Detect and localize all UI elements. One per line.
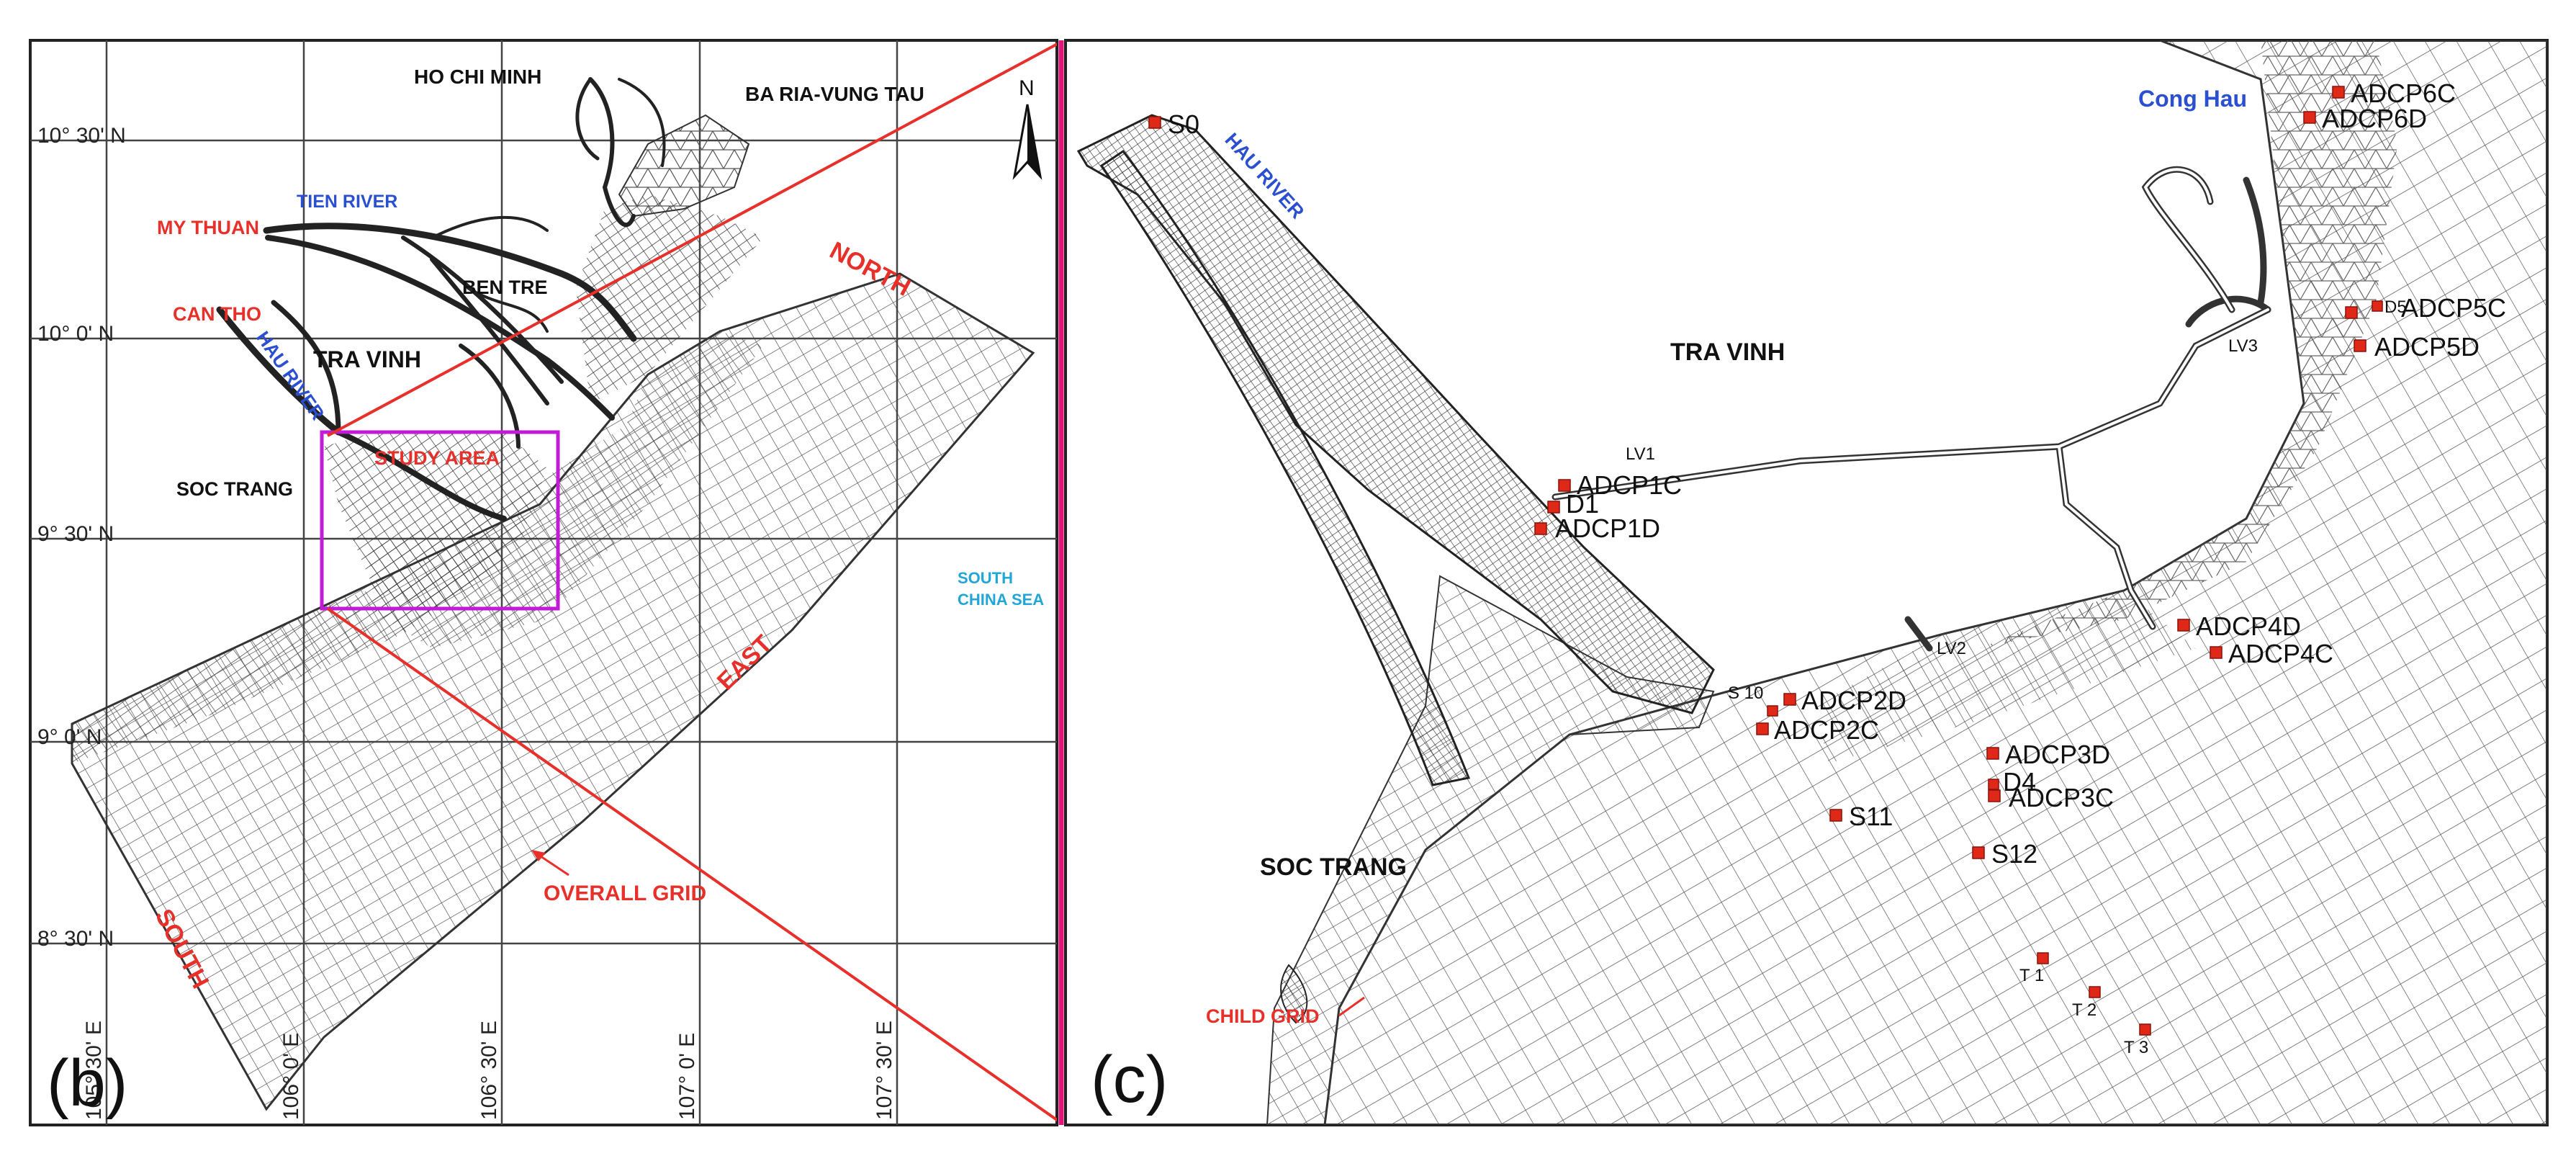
station-label-adcp1c: ADCP1C [1577, 470, 1682, 500]
label-cong-hau: Cong Hau [2138, 86, 2247, 112]
child-grid-mesh [1266, 40, 2547, 1125]
label-study-area: STUDY AREA [374, 447, 500, 469]
station-marker-adcp2d [1783, 693, 1796, 706]
station-marker-adcp1d [1534, 522, 1547, 535]
station-marker-adcp4d [2177, 619, 2190, 632]
label-overall-grid: OVERALL GRID [544, 882, 706, 905]
station-label-adcp4d: ADCP4D [2196, 611, 2301, 641]
study-area-box [320, 430, 560, 611]
lon-label: 106° 0' E [279, 1033, 303, 1120]
label-ben-tre: BEN TRE [462, 277, 548, 298]
station-marker-d1 [1547, 501, 1560, 514]
station-label-adcp4c: ADCP4C [2228, 639, 2333, 668]
label-my-thuan: MY THUAN [157, 217, 259, 238]
station-marker-t1 [2037, 952, 2049, 964]
lon-label: 107° 30' E [873, 1021, 896, 1120]
north-arrow-letter: N [1019, 76, 1035, 100]
station-label-adcp5d: ADCP5D [2374, 332, 2480, 362]
station-marker-s0 [1148, 116, 1161, 129]
lat-label: 9° 30' N [37, 522, 114, 546]
panel-b-map: HO CHI MINH BA RIA-VUNG TAU TIEN RIVER M… [30, 40, 1057, 1125]
station-label-s10: S 10 [1728, 683, 1763, 703]
station-label-d4: D4 [2003, 767, 2036, 797]
label-tra-vinh-c: TRA VINH [1670, 339, 1785, 366]
station-label-adcp6d: ADCP6D [2322, 104, 2427, 133]
station-label-d1: D1 [1566, 489, 1599, 519]
station-marker-t2 [2089, 986, 2101, 998]
station-label-t1: T 1 [2019, 966, 2044, 985]
lat-label: 9° 0' N [37, 725, 102, 749]
lon-label: 106° 30' E [477, 1021, 501, 1120]
station-marker-adcp6c [2332, 86, 2345, 99]
station-marker-s11 [1829, 809, 1842, 822]
lon-labels: 105° 30' E 106° 0' E 106° 30' E 107° 0' … [82, 1021, 896, 1120]
label-lv2: LV2 [1937, 639, 1966, 658]
label-can-tho: CAN THO [173, 303, 261, 325]
station-marker-adcp3d [1986, 747, 1999, 760]
panel-c-map: HAU RIVER TRA VINH SOC TRANG Cong Hau CH… [1076, 40, 2547, 1125]
station-labels: S0 ADCP1C D1 ADCP1D S 10 ADCP2D ADCP2C A… [1168, 79, 2506, 1057]
station-label-s12: S12 [1991, 839, 2037, 869]
label-ho-chi-minh: HO CHI MINH [414, 66, 541, 88]
label-south-china-sea-2: CHINA SEA [958, 591, 1044, 609]
label-ba-ria: BA RIA-VUNG TAU [745, 83, 924, 105]
label-lv3: LV3 [2228, 336, 2258, 356]
station-marker-adcp2c [1756, 722, 1769, 735]
hau-river-mesh [1076, 114, 1715, 1024]
station-label-t3: T 3 [2124, 1038, 2148, 1057]
station-label-d5: D5 [2384, 297, 2407, 317]
north-arrow-fill [1027, 104, 1040, 176]
stations [1148, 86, 2383, 1036]
station-label-adcp1d: ADCP1D [1555, 514, 1660, 543]
station-label-adcp2d: ADCP2D [1801, 686, 1906, 715]
station-marker-d4 [1988, 779, 1999, 790]
tidal-channels-inner [1554, 168, 2269, 628]
label-soc-trang: SOC TRANG [176, 478, 293, 500]
north-arrow: N [1012, 76, 1042, 180]
station-marker-adcp4c [2210, 646, 2223, 659]
overall-grid-arrowhead [531, 850, 546, 861]
station-label-adcp6c: ADCP6C [2351, 79, 2456, 108]
label-child-grid: CHILD GRID [1206, 1005, 1320, 1027]
river-network [216, 77, 666, 521]
station-label-s11: S11 [1849, 802, 1893, 831]
station-marker-s10 [1767, 705, 1778, 717]
station-marker-d5 [2372, 300, 2383, 312]
station-marker-adcp3c [1988, 789, 2001, 802]
panel-c: HAU RIVER TRA VINH SOC TRANG Cong Hau CH… [1064, 39, 2549, 1126]
label-tien-river: TIEN RIVER [297, 192, 397, 212]
station-label-t2: T 2 [2072, 1000, 2097, 1020]
label-soc-trang-c: SOC TRANG [1260, 853, 1407, 881]
station-marker-adcp5c [2345, 306, 2358, 319]
label-lv1: LV1 [1626, 444, 1655, 464]
station-label-adcp3d: ADCP3D [2005, 740, 2110, 769]
station-label-s0: S0 [1168, 109, 1199, 139]
lon-label: 107° 0' E [675, 1033, 699, 1120]
child-grid-arrow [1338, 996, 1365, 1017]
station-marker-adcp1c [1558, 479, 1571, 492]
label-tra-vinh: TRA VINH [313, 346, 421, 372]
station-marker-adcp6d [2303, 111, 2316, 124]
label-south-china-sea-1: SOUTH [958, 569, 1013, 587]
panel-b: HO CHI MINH BA RIA-VUNG TAU TIEN RIVER M… [29, 39, 1058, 1126]
zoom-lines [326, 42, 1057, 1122]
lat-label: 8° 30' N [37, 927, 114, 951]
lat-label: 10° 30' N [37, 124, 126, 148]
lon-label: 105° 30' E [82, 1021, 106, 1120]
panel-b-label: (b) [47, 1046, 127, 1120]
station-label-adcp2c: ADCP2C [1774, 715, 1879, 745]
station-label-adcp3c: ADCP3C [2009, 783, 2114, 812]
station-label-adcp5c: ADCP5C [2401, 293, 2506, 323]
overall-grid-mesh [71, 114, 1035, 1111]
lat-labels: 10° 30' N 10° 0' N 9° 30' N 9° 0' N 8° 3… [37, 124, 126, 951]
station-marker-s12 [1972, 846, 1985, 859]
lat-label: 10° 0' N [37, 322, 114, 346]
station-marker-adcp5d [2354, 339, 2366, 352]
station-marker-t3 [2139, 1023, 2151, 1036]
panel-c-label: (c) [1091, 1043, 1168, 1116]
